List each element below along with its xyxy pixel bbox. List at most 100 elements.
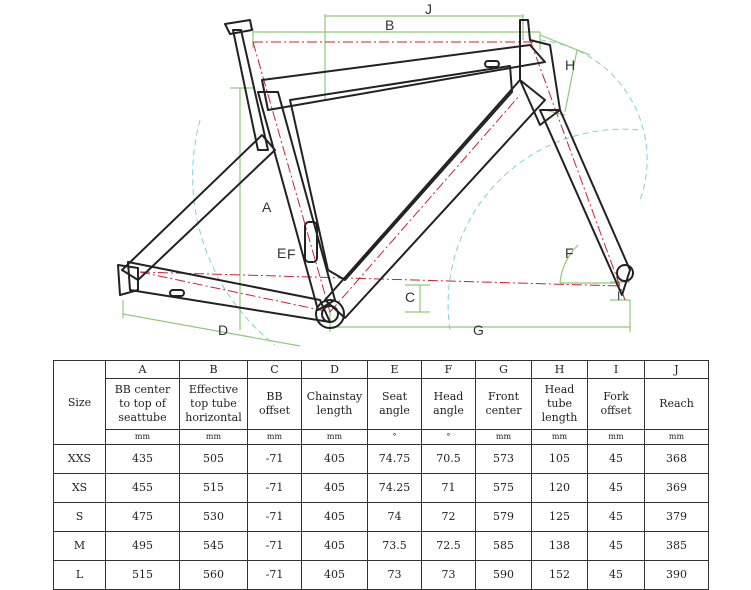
table-cell: 405	[301, 473, 368, 503]
column-letter: E	[367, 360, 422, 379]
column-letter: A	[105, 360, 180, 379]
derailleur-hanger	[304, 221, 318, 263]
label-A: A	[262, 199, 272, 215]
bike-frame	[117, 19, 634, 329]
table-cell: 73.5	[367, 531, 422, 561]
table-cell: 368	[644, 444, 709, 474]
table-cell: 545	[179, 531, 248, 561]
table-cell: 152	[531, 560, 588, 590]
table-cell: 45	[587, 473, 645, 503]
size-cell: M	[53, 531, 106, 561]
center-lines	[139, 39, 626, 313]
bottom-bracket	[315, 299, 345, 329]
table-cell: 74.25	[367, 473, 422, 503]
cable-port	[484, 60, 500, 68]
seat-stay	[121, 134, 276, 281]
bottle-mount	[169, 289, 185, 297]
label-J: J	[425, 1, 432, 17]
table-cell: 70.5	[421, 444, 476, 474]
table-cell: 585	[475, 531, 532, 561]
column-letter: B	[179, 360, 248, 379]
column-unit: °	[421, 429, 476, 445]
table-cell: 125	[531, 502, 588, 532]
table-cell: 45	[587, 502, 645, 532]
label-H: H	[565, 57, 575, 73]
table-cell: 405	[301, 531, 368, 561]
frame-geometry-diagram: J B H A E F F C D G I	[117, 1, 648, 347]
fork	[539, 109, 631, 296]
table-cell: 455	[105, 473, 180, 503]
table-cell: 385	[644, 531, 709, 561]
column-letter: C	[247, 360, 302, 379]
column-unit: °	[367, 429, 422, 445]
front-triangle-inner	[289, 65, 513, 281]
table-cell: 495	[105, 531, 180, 561]
head-tube	[519, 19, 561, 126]
size-cell: XS	[53, 473, 106, 503]
table-cell: 515	[179, 473, 248, 503]
chain-stay	[127, 261, 331, 323]
table-cell: 45	[587, 444, 645, 474]
table-cell: 579	[475, 502, 532, 532]
size-cell: L	[53, 560, 106, 590]
label-I: I	[617, 289, 620, 303]
table-cell: 120	[531, 473, 588, 503]
column-letter: D	[301, 360, 368, 379]
column-unit: mm	[247, 429, 302, 445]
table-cell: 405	[301, 444, 368, 474]
column-name: Reach	[644, 378, 709, 430]
label-D: D	[218, 322, 228, 338]
top-tube	[261, 44, 546, 111]
table-cell: -71	[247, 473, 302, 503]
table-cell: 72.5	[421, 531, 476, 561]
column-unit: mm	[105, 429, 180, 445]
label-E: E	[277, 245, 286, 261]
table-cell: 74	[367, 502, 422, 532]
column-unit: mm	[587, 429, 645, 445]
table-cell: 45	[587, 531, 645, 561]
table-cell: 138	[531, 531, 588, 561]
table-cell: -71	[247, 560, 302, 590]
label-C: C	[405, 289, 415, 305]
table-cell: 73	[367, 560, 422, 590]
table-cell: 435	[105, 444, 180, 474]
column-letter: H	[531, 360, 588, 379]
size-header: Size	[53, 360, 106, 445]
rear-dropout	[117, 264, 139, 296]
column-unit: mm	[644, 429, 709, 445]
table-cell: 475	[105, 502, 180, 532]
size-cell: S	[53, 502, 106, 532]
table-cell: 72	[421, 502, 476, 532]
table-cell: 73	[421, 560, 476, 590]
table-cell: 105	[531, 444, 588, 474]
column-unit: mm	[531, 429, 588, 445]
fork-dropout	[616, 264, 634, 282]
table-cell: 405	[301, 502, 368, 532]
seat-post	[232, 29, 269, 151]
table-cell: 530	[179, 502, 248, 532]
table-cell: 575	[475, 473, 532, 503]
table-cell: 560	[179, 560, 248, 590]
table-cell: 45	[587, 560, 645, 590]
table-cell: 505	[179, 444, 248, 474]
table-cell: 390	[644, 560, 709, 590]
column-letter: F	[421, 360, 476, 379]
down-tube	[324, 79, 546, 319]
table-cell: -71	[247, 502, 302, 532]
label-F-head: F	[565, 245, 574, 261]
column-letter: J	[644, 360, 709, 379]
size-cell: XXS	[53, 444, 106, 474]
seat-clamp	[224, 19, 253, 35]
